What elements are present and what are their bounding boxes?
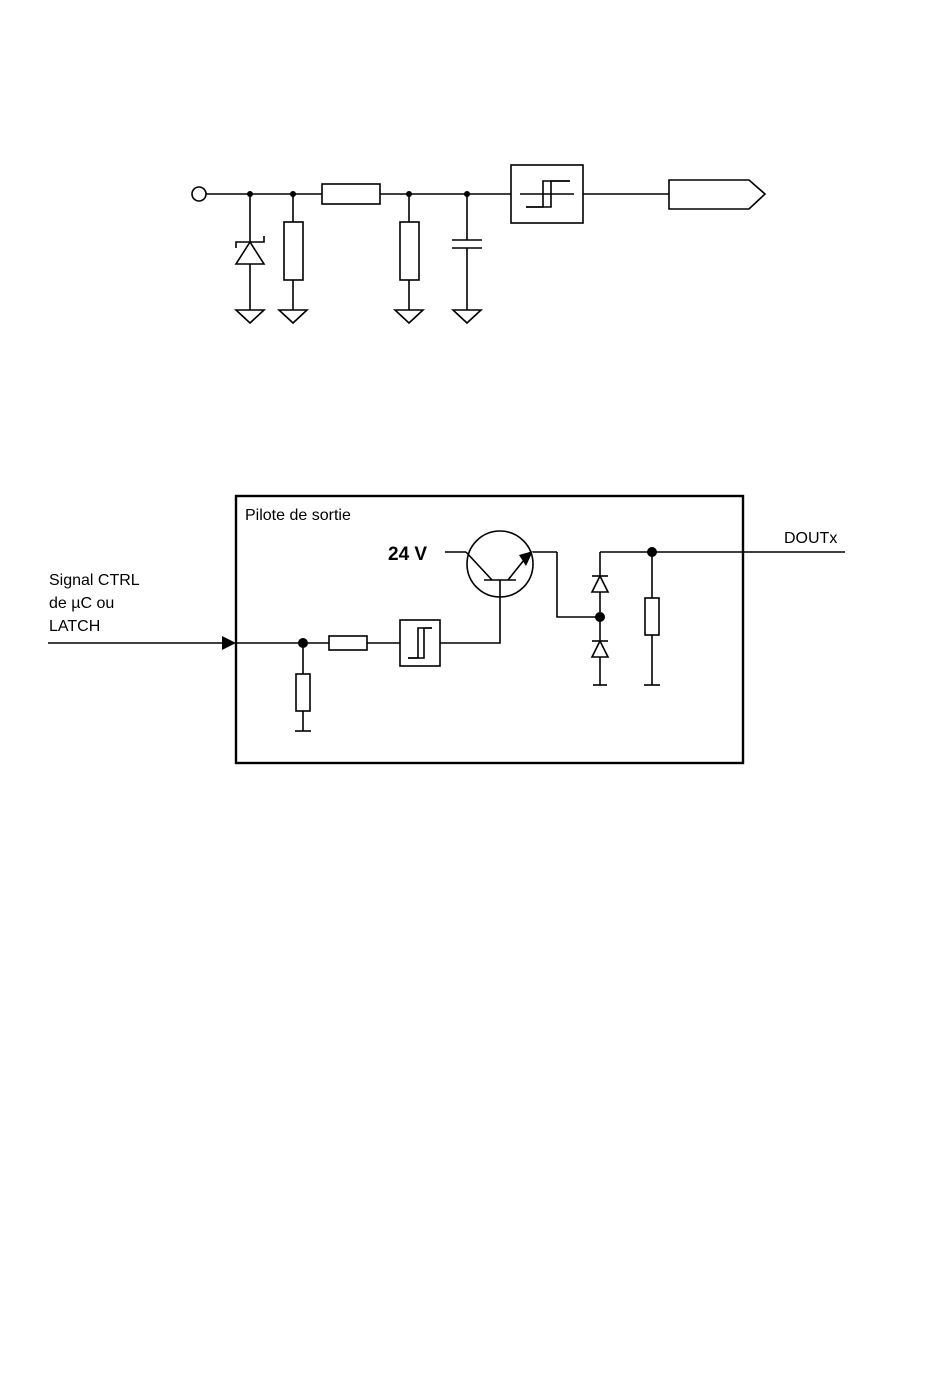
output-driver: Pilote de sortie Signal CTRL de µC ou LA… (48, 496, 845, 763)
schmitt-trigger (400, 620, 440, 666)
ground-symbol (279, 310, 307, 323)
block-label: Pilote de sortie (245, 507, 351, 524)
driver-frame (236, 496, 743, 763)
series-resistor (322, 184, 380, 204)
input-circuit (192, 165, 765, 323)
input-arrow (222, 636, 236, 650)
input-label-line-3: LATCH (49, 618, 100, 635)
input-terminal (192, 187, 206, 201)
input-label-line-1: Signal CTRL (49, 572, 140, 589)
shunt-resistor-1 (279, 194, 307, 323)
tvs-diode (236, 194, 264, 323)
output-transistor (445, 531, 557, 597)
output-connector (669, 180, 765, 209)
shunt-resistor-2 (395, 194, 423, 323)
ground-symbol (236, 310, 264, 323)
ground-symbol (395, 310, 423, 323)
input-label-line-2: de µC ou (49, 595, 114, 612)
ground-symbol (453, 310, 481, 323)
output-resistor (644, 552, 660, 685)
series-resistor (329, 636, 367, 650)
filter-capacitor (452, 194, 482, 323)
output-label: DOUTx (784, 530, 837, 547)
schmitt-trigger (511, 165, 583, 223)
junction-dot (595, 612, 605, 622)
pull-down-resistor (295, 643, 311, 731)
supply-label: 24 V (388, 544, 427, 565)
